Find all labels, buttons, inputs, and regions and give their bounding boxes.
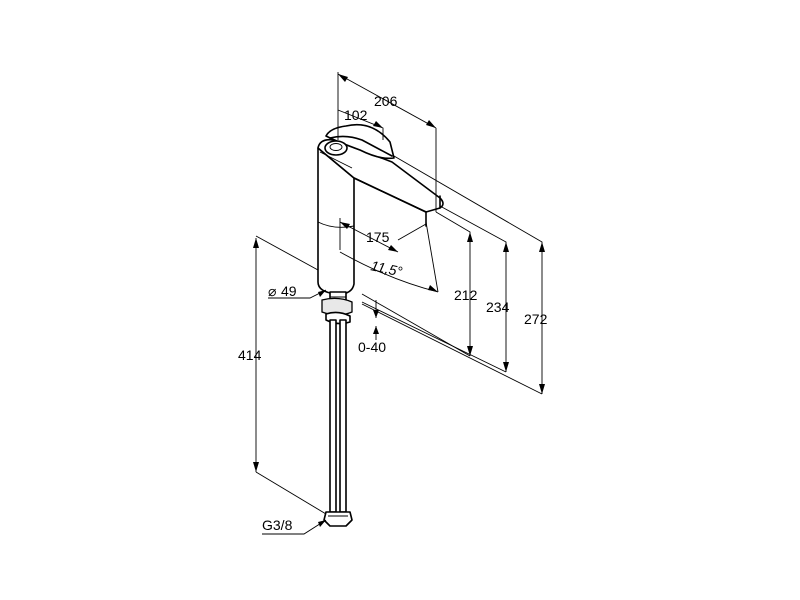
dim-angle: 11,5° xyxy=(369,257,404,279)
dim-diameter: 49 xyxy=(281,283,297,299)
dim-diameter-symbol: ⌀ xyxy=(268,283,276,299)
dim-handle-offset: 102 xyxy=(344,107,368,123)
dim-height-mid: 234 xyxy=(486,299,510,315)
dim-connection: G3/8 xyxy=(262,517,293,533)
dim-spout-reach: 175 xyxy=(366,229,390,245)
dimension-labels: 206 102 175 11,5° ⌀ 49 212 234 272 414 0… xyxy=(238,93,548,533)
dim-height-outlet: 212 xyxy=(454,287,478,303)
dim-mount-range: 0-40 xyxy=(358,339,386,355)
dim-height-total: 272 xyxy=(524,311,548,327)
dimension-lines xyxy=(253,72,545,535)
mounting-assembly xyxy=(321,291,353,527)
dim-hose-length: 414 xyxy=(238,347,262,363)
dim-width-total: 206 xyxy=(374,93,398,109)
